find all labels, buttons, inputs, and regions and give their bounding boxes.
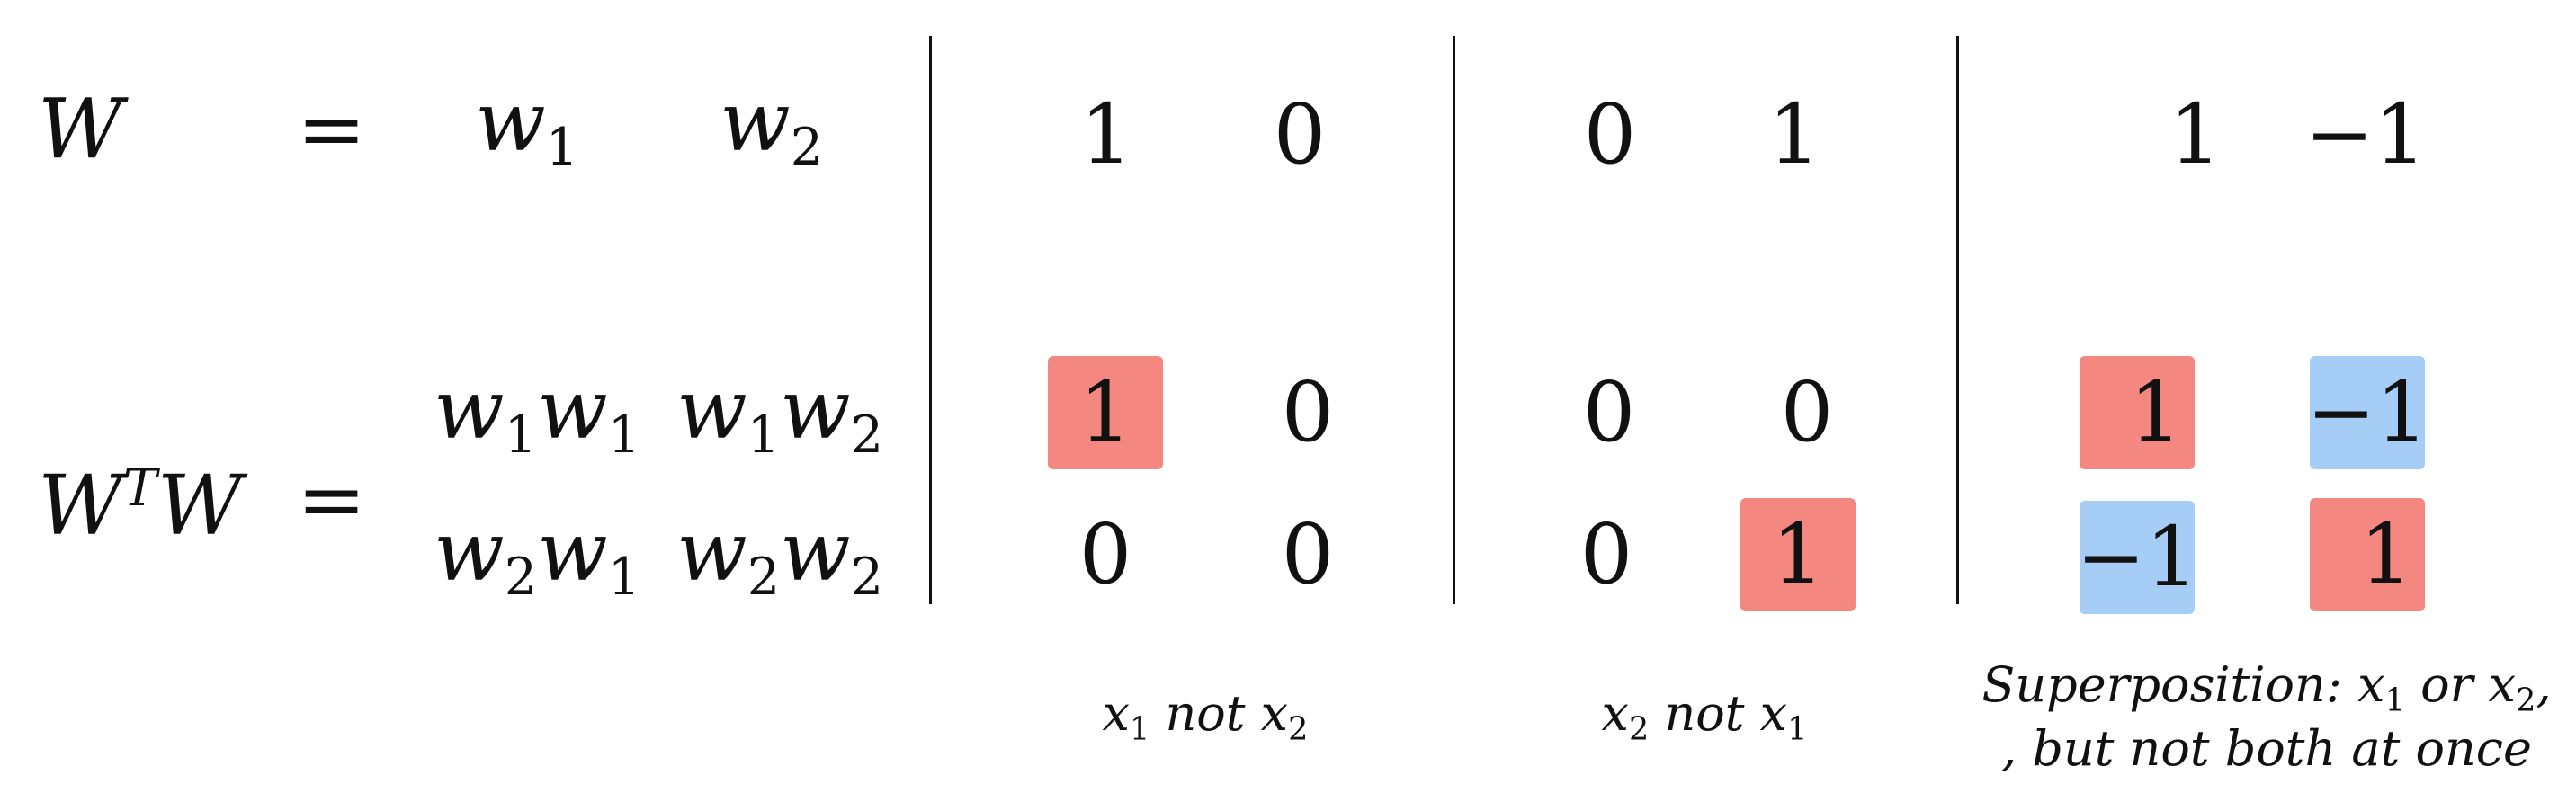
panel3-gram-r1c2: −1 [2306,356,2428,469]
wtw-matrix-label: WTW [38,457,243,554]
panel3-w-1: 1 [2169,86,2222,183]
panel3-caption: Superposition: x1 or x2, , but not both … [1961,656,2572,778]
panel2-gram-r1c2: 0 [1780,364,1834,460]
panel2-gram-r1c1: 0 [1582,364,1636,460]
equals-sign-top: = [297,81,367,177]
panel2-w-1: 0 [1583,86,1637,183]
w-matrix-label: W [38,81,123,177]
panel1-gram-r2c2: 0 [1281,506,1335,602]
panel1-w-2: 0 [1273,86,1327,183]
divider-2 [1453,36,1455,604]
symbolic-w2: w2 [720,74,824,177]
symbolic-w1: w1 [475,74,579,177]
panel2-gram-r2c1: 0 [1579,506,1633,602]
panel2-caption: x2 not x1 [1601,685,1808,748]
equals-sign-bottom: = [297,451,367,548]
symbolic-gram-r2c2: w2w2 [676,503,884,607]
divider-1 [929,36,932,604]
panel3-caption-line2: , but not both at once [2001,719,2532,777]
panel1-gram-r2c1: 0 [1078,506,1132,602]
panel1-gram-r1c2: 0 [1281,364,1335,460]
panel3-gram-r1c1: 1 [2080,356,2195,469]
symbolic-gram-r1c1: w1w1 [434,361,641,465]
panel3-gram-r2c1: −1 [2076,501,2198,614]
symbolic-gram-r1c2: w1w2 [676,361,884,465]
symbolic-gram-r2c1: w2w1 [434,503,641,607]
panel2-w-2: 1 [1767,86,1821,183]
panel1-gram-r1c1: 1 [1048,356,1163,469]
divider-3 [1956,36,1959,604]
panel3-gram-r2c2: 1 [2310,498,2425,611]
panel3-caption-line1: Superposition: x1 or x2, [1981,656,2552,719]
panel3-w-2: −1 [2304,86,2427,183]
panel1-caption: x1 not x2 [1102,685,1309,748]
panel2-gram-r2c2: 1 [1740,498,1856,611]
panel1-w-1: 1 [1079,86,1133,183]
